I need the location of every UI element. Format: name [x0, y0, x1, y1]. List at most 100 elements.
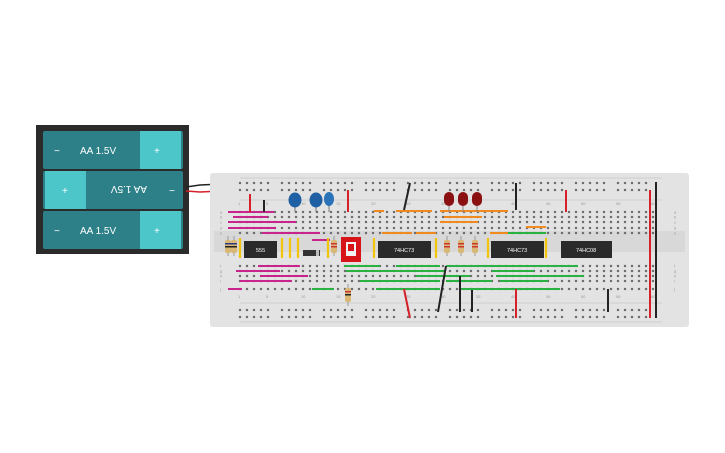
breadboard-hole[interactable]: [336, 231, 340, 235]
breadboard-hole[interactable]: [623, 231, 627, 235]
breadboard-hole[interactable]: [385, 315, 389, 319]
breadboard-hole[interactable]: [532, 220, 536, 224]
breadboard-hole[interactable]: [476, 315, 480, 319]
breadboard-hole[interactable]: [259, 308, 263, 312]
breadboard-hole[interactable]: [630, 215, 634, 219]
breadboard-hole[interactable]: [252, 264, 256, 268]
breadboard-hole[interactable]: [336, 274, 340, 278]
breadboard-hole[interactable]: [609, 269, 613, 273]
breadboard-hole[interactable]: [294, 308, 298, 312]
breadboard-hole[interactable]: [497, 226, 501, 230]
breadboard-hole[interactable]: [420, 308, 424, 312]
resistor[interactable]: [458, 236, 464, 256]
breadboard-hole[interactable]: [378, 231, 382, 235]
breadboard-hole[interactable]: [595, 210, 599, 214]
breadboard-hole[interactable]: [469, 181, 473, 185]
breadboard-hole[interactable]: [357, 220, 361, 224]
breadboard-hole[interactable]: [322, 274, 326, 278]
breadboard-hole[interactable]: [301, 269, 305, 273]
diode[interactable]: [303, 250, 320, 256]
breadboard-hole[interactable]: [483, 231, 487, 235]
breadboard-hole[interactable]: [287, 308, 291, 312]
breadboard-hole[interactable]: [252, 231, 256, 235]
breadboard-hole[interactable]: [623, 215, 627, 219]
breadboard-hole[interactable]: [602, 231, 606, 235]
breadboard-hole[interactable]: [637, 264, 641, 268]
breadboard-hole[interactable]: [651, 287, 655, 291]
breadboard-hole[interactable]: [595, 287, 599, 291]
breadboard-hole[interactable]: [329, 215, 333, 219]
breadboard-hole[interactable]: [476, 188, 480, 192]
breadboard-hole[interactable]: [588, 215, 592, 219]
led[interactable]: [458, 192, 468, 212]
breadboard-hole[interactable]: [385, 226, 389, 230]
breadboard-hole[interactable]: [630, 188, 634, 192]
breadboard-hole[interactable]: [245, 264, 249, 268]
breadboard-hole[interactable]: [329, 188, 333, 192]
breadboard-hole[interactable]: [245, 231, 249, 235]
breadboard-hole[interactable]: [413, 274, 417, 278]
breadboard-hole[interactable]: [469, 188, 473, 192]
breadboard-hole[interactable]: [434, 181, 438, 185]
breadboard-hole[interactable]: [336, 279, 340, 283]
breadboard-hole[interactable]: [483, 274, 487, 278]
breadboard-hole[interactable]: [609, 231, 613, 235]
breadboard-hole[interactable]: [350, 226, 354, 230]
breadboard-hole[interactable]: [308, 269, 312, 273]
breadboard-hole[interactable]: [581, 188, 585, 192]
breadboard-hole[interactable]: [560, 315, 564, 319]
breadboard-hole[interactable]: [483, 220, 487, 224]
breadboard-hole[interactable]: [476, 226, 480, 230]
breadboard-hole[interactable]: [504, 220, 508, 224]
breadboard-hole[interactable]: [560, 181, 564, 185]
breadboard-hole[interactable]: [539, 220, 543, 224]
breadboard-hole[interactable]: [574, 279, 578, 283]
breadboard-hole[interactable]: [644, 226, 648, 230]
breadboard-hole[interactable]: [602, 279, 606, 283]
breadboard-hole[interactable]: [595, 231, 599, 235]
breadboard-hole[interactable]: [609, 279, 613, 283]
breadboard-hole[interactable]: [609, 287, 613, 291]
breadboard-hole[interactable]: [427, 188, 431, 192]
breadboard-hole[interactable]: [588, 188, 592, 192]
breadboard-hole[interactable]: [350, 215, 354, 219]
breadboard-hole[interactable]: [546, 315, 550, 319]
breadboard-hole[interactable]: [364, 226, 368, 230]
breadboard-hole[interactable]: [343, 181, 347, 185]
breadboard-hole[interactable]: [259, 188, 263, 192]
breadboard-hole[interactable]: [546, 215, 550, 219]
breadboard-hole[interactable]: [392, 274, 396, 278]
breadboard-hole[interactable]: [637, 220, 641, 224]
breadboard-hole[interactable]: [357, 287, 361, 291]
breadboard-hole[interactable]: [602, 226, 606, 230]
breadboard-hole[interactable]: [574, 226, 578, 230]
breadboard-hole[interactable]: [644, 308, 648, 312]
breadboard-hole[interactable]: [623, 287, 627, 291]
breadboard-hole[interactable]: [266, 181, 270, 185]
breadboard-hole[interactable]: [238, 231, 242, 235]
breadboard-hole[interactable]: [602, 181, 606, 185]
breadboard-hole[interactable]: [259, 231, 263, 235]
breadboard-hole[interactable]: [637, 279, 641, 283]
breadboard-hole[interactable]: [623, 269, 627, 273]
breadboard-hole[interactable]: [301, 226, 305, 230]
breadboard-hole[interactable]: [455, 231, 459, 235]
breadboard-hole[interactable]: [595, 264, 599, 268]
breadboard-hole[interactable]: [364, 308, 368, 312]
breadboard-hole[interactable]: [245, 274, 249, 278]
breadboard-hole[interactable]: [406, 274, 410, 278]
breadboard-hole[interactable]: [238, 264, 242, 268]
breadboard-hole[interactable]: [546, 181, 550, 185]
breadboard-hole[interactable]: [252, 181, 256, 185]
breadboard-hole[interactable]: [616, 188, 620, 192]
breadboard-hole[interactable]: [322, 315, 326, 319]
breadboard-hole[interactable]: [378, 226, 382, 230]
breadboard-hole[interactable]: [350, 210, 354, 214]
breadboard-hole[interactable]: [581, 308, 585, 312]
breadboard-hole[interactable]: [504, 215, 508, 219]
breadboard-hole[interactable]: [364, 274, 368, 278]
breadboard-hole[interactable]: [322, 264, 326, 268]
breadboard-hole[interactable]: [392, 226, 396, 230]
breadboard-hole[interactable]: [504, 226, 508, 230]
breadboard-hole[interactable]: [350, 274, 354, 278]
